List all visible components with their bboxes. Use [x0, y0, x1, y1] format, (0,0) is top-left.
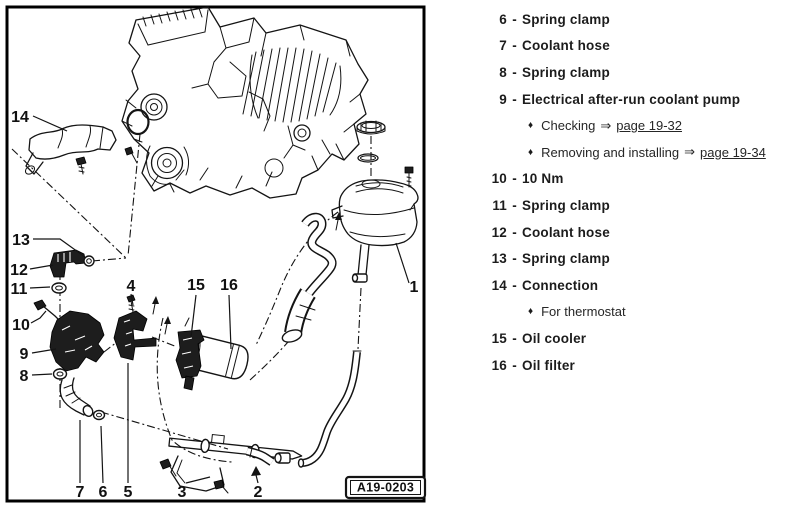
implies-arrow-icon: ⇒: [684, 144, 696, 160]
o-ring: [126, 108, 150, 136]
legend-item-number: 8: [499, 64, 507, 80]
callout-label: 11: [11, 281, 28, 298]
legend-item: 8 - Spring clamp: [470, 59, 798, 86]
parts-diagram: 14 13 12 11 10 9 8 7 6 5 3 2 4 15 16 1 A…: [5, 5, 427, 503]
legend-item: 11 - Spring clamp: [470, 192, 798, 219]
legend-item-label: Spring clamp: [522, 251, 610, 267]
callout-label: 5: [124, 484, 133, 501]
legend-item-separator: -: [512, 171, 517, 187]
legend-item-separator: -: [512, 197, 517, 213]
diamond-bullet-icon: ♦: [528, 306, 534, 318]
legend-item-number: 7: [499, 38, 507, 54]
expansion-tank-part: [331, 120, 419, 283]
legend-item-label: Connection: [522, 277, 599, 293]
implies-arrow-icon: ⇒: [600, 117, 612, 133]
legend-item-separator: -: [512, 11, 517, 27]
filter-bracket: [113, 294, 157, 361]
legend-item-number: 11: [492, 197, 507, 213]
callout-label: 9: [20, 346, 29, 363]
dash-dot-lines: [11, 133, 372, 463]
page-link[interactable]: page 19-34: [700, 144, 766, 160]
legend-item-number: 10: [491, 171, 507, 187]
coolant-hoses: [281, 212, 362, 468]
callout-label: 13: [12, 232, 30, 249]
legend-item-label: Oil cooler: [522, 330, 587, 346]
legend-subitem-text: Removing and installing: [541, 144, 680, 160]
legend-item: 15 - Oil cooler: [470, 325, 798, 352]
legend-item-separator: -: [512, 330, 517, 346]
legend-item: 9 - Electrical after-run coolant pump: [470, 86, 798, 113]
legend-item: 13 - Spring clamp: [470, 245, 798, 272]
callout-label: 4: [127, 278, 136, 295]
callout-label: 14: [11, 109, 29, 126]
callout-numbers: 14 13 12 11 10 9 8 7 6 5 3 2 4 15 16 1: [10, 109, 418, 501]
legend-item-label: Coolant hose: [522, 224, 610, 240]
legend-item-label: Oil filter: [522, 357, 576, 373]
legend-item-separator: -: [512, 277, 517, 293]
legend-item-number: 6: [499, 11, 507, 27]
legend-item-label: Spring clamp: [522, 197, 610, 213]
legend-item-separator: -: [512, 91, 517, 107]
spring-clamp-11: [51, 282, 67, 294]
parts-legend: 6 - Spring clamp 7 - Coolant hose 8 - Sp…: [470, 6, 798, 378]
bolt-10: [33, 299, 47, 311]
figure-code: A19-0203: [357, 481, 414, 495]
diamond-bullet-icon: ♦: [528, 120, 534, 132]
legend-item: 16 - Oil filter: [470, 352, 798, 379]
diamond-bullet-icon: ♦: [528, 146, 534, 158]
callout-label: 2: [254, 484, 263, 501]
page-link[interactable]: page 19-32: [616, 118, 682, 134]
legend-item-label: Electrical after-run coolant pump: [522, 91, 741, 107]
callout-label: 7: [76, 484, 85, 501]
leader-lines: [29, 115, 410, 484]
legend-item: 14 - Connection: [470, 272, 798, 299]
legend-item-number: 15: [491, 330, 507, 346]
pump-pipe-assembly: [159, 434, 303, 494]
callout-label: 1: [410, 279, 419, 296]
legend-subitem: ♦ For thermostat: [470, 299, 798, 326]
spring-clamp-13: [83, 255, 95, 267]
legend-item-label: 10 Nm: [522, 171, 564, 187]
legend-item-separator: -: [512, 224, 517, 240]
legend-item: 10 - 10 Nm: [470, 166, 798, 193]
legend-item-separator: -: [512, 357, 517, 373]
callout-label: 10: [12, 317, 30, 334]
legend-item-number: 13: [491, 251, 507, 267]
legend-item-separator: -: [512, 251, 517, 267]
legend-item-label: Spring clamp: [522, 64, 610, 80]
oil-filter-part: [175, 317, 249, 391]
figure-code-box: A19-0203: [344, 475, 427, 500]
oil-cooler-part: [49, 310, 106, 421]
legend-subitem: ♦ Removing and installing ⇒ page 19-34: [470, 139, 798, 166]
spring-clamp-6: [92, 409, 106, 421]
diagram-frame: [5, 5, 426, 503]
callout-label: 8: [20, 368, 29, 385]
legend-subitem-text: Checking: [541, 118, 596, 134]
legend-item-label: Coolant hose: [522, 38, 610, 54]
legend-subitem: ♦ Checking ⇒ page 19-32: [470, 112, 798, 139]
legend-item-number: 16: [491, 357, 507, 373]
callout-label: 15: [187, 277, 205, 294]
left-fittings: [33, 249, 95, 320]
spring-clamp-8: [52, 368, 68, 380]
connection-part: [24, 124, 117, 175]
legend-item-number: 12: [491, 224, 507, 240]
legend-item-number: 9: [499, 91, 507, 107]
legend-item: 6 - Spring clamp: [470, 6, 798, 33]
callout-label: 16: [220, 277, 238, 294]
legend-item: 12 - Coolant hose: [470, 219, 798, 246]
callout-label: 6: [99, 484, 108, 501]
legend-item: 7 - Coolant hose: [470, 33, 798, 60]
engine-illustration: [121, 6, 369, 199]
legend-item-separator: -: [512, 64, 517, 80]
callout-label: 3: [178, 484, 187, 501]
legend-subitem-text: For thermostat: [541, 304, 626, 320]
legend-item-number: 14: [491, 277, 507, 293]
callout-label: 12: [10, 262, 28, 279]
legend-item-label: Spring clamp: [522, 11, 610, 27]
direction-arrows: [152, 212, 342, 335]
legend-item-separator: -: [512, 38, 517, 54]
